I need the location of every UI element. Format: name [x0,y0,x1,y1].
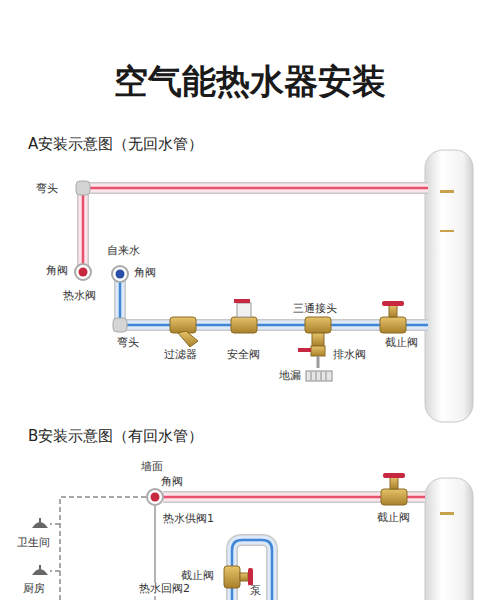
part-label: 排水阀 [332,349,367,362]
drain-valve [298,346,325,368]
floor-drain [321,372,322,380]
angle-valve [75,264,128,282]
water-tank [440,512,454,515]
part-label: 厨房 [22,583,46,596]
angle-valve [75,264,91,280]
angle-valve [116,270,125,279]
part-label: 弯头 [116,337,140,350]
part-label: 截止阀 [376,512,411,525]
tee-joint [305,317,331,333]
part-label: 热水供阀1 [162,513,215,526]
shutoff-valve [380,317,406,333]
part-label: 热水回阀2 [138,583,191,596]
shutoff-valve [224,566,240,588]
safety-valve [231,317,257,333]
angle-valve [151,493,160,502]
elbow [76,181,90,195]
water-tank [425,150,473,422]
safety-valve [231,299,257,333]
part-label: 自来水 [106,245,141,258]
part-label: 泵 [249,585,262,598]
water-tank [440,230,454,232]
part-label: 三通接头 [292,303,338,316]
hot-pipe [83,188,428,266]
angle-valve [147,489,163,505]
tee-joint [312,333,324,346]
water-tank [440,190,454,193]
part-label: 截止阀 [384,337,419,350]
filter [170,317,198,347]
part-label: 角阀 [133,267,157,280]
angle-valve [147,489,163,505]
shutoff-valve [240,573,248,581]
shutoff-valve [389,305,397,317]
filter [178,331,198,347]
floor-drain [311,372,312,380]
filter [170,317,196,333]
water-tank [425,478,473,600]
water-tank [425,150,473,422]
dashed-branch [50,523,60,525]
hot-pipe [83,188,428,266]
safety-valve [237,303,251,317]
elbow [113,318,127,332]
drain-valve [298,348,311,352]
shutoff-valve [390,477,398,489]
shower-icon [32,522,48,528]
shutoff-valve [380,301,406,333]
part-label: 角阀 [45,265,69,278]
angle-valve [79,268,88,277]
section-heading: B安装示意图（有回水管） [28,428,203,445]
drain-valve [311,346,325,356]
shutoff-valve [248,568,253,586]
part-label: 地漏 [278,370,302,383]
tee-joint [305,317,331,346]
part-label: 弯头 [35,183,59,196]
shutoff-valve [381,489,407,505]
drain-valve [317,356,320,368]
part-label: 角阀 [160,476,184,489]
floor-drain [316,372,317,380]
part-label: 过滤器 [163,349,198,362]
shower-icon [39,565,41,569]
water-tank [425,478,473,600]
angle-valve [112,266,128,282]
floor-drain [306,371,332,381]
part-label: 安全阀 [226,349,261,362]
floor-drain [326,372,327,380]
part-label: 卫生间 [16,537,51,550]
part-label: 热水阀 [62,290,97,303]
shutoff-valve [383,473,405,478]
hot-pipe [83,188,428,266]
section-heading: A安装示意图（无回水管） [28,136,203,153]
dashed-branch [50,497,146,600]
page-title: 空气能热水器安装 [114,62,386,101]
shower-icon [32,569,48,575]
shower-icon [39,518,41,522]
shutoff-valve [382,301,404,306]
part-label: 墙面 [140,461,164,474]
shutoff-valve [381,473,407,505]
part-label: 截止阀 [180,570,215,583]
floor-drain [306,371,332,381]
dashed-branch [60,497,146,600]
safety-valve [234,299,250,303]
hot-pipe [83,188,428,266]
dashed-branch [50,570,60,572]
